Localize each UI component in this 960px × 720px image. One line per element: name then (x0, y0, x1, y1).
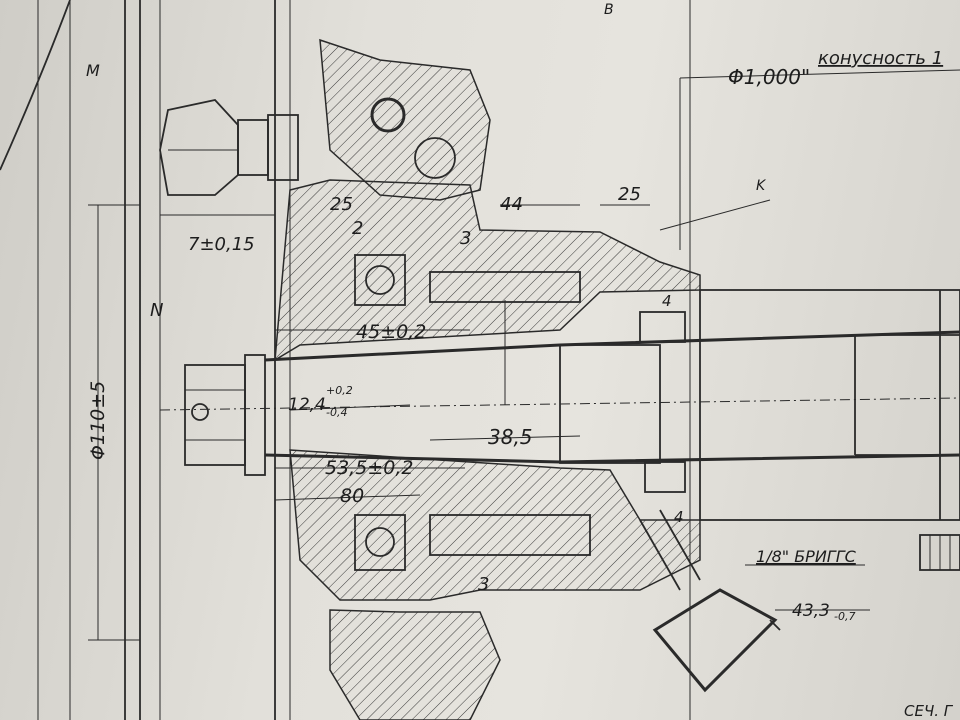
dim-2: 2 (352, 218, 363, 239)
dim-44: 44 (500, 194, 523, 215)
housing (274, 38, 701, 720)
grease-nipple (639, 509, 781, 693)
letter-k: K (756, 178, 767, 194)
right-fitting (919, 534, 960, 571)
label-4-bottom: 4 (674, 508, 684, 526)
taper-label: конусность 1 (818, 48, 943, 69)
dim-3-bottom: 3 (478, 574, 489, 595)
dim-12-4: 12,4 (288, 395, 326, 415)
castle-nut (184, 354, 266, 476)
letter-b: B (604, 2, 614, 18)
bearings (354, 254, 686, 571)
dim-43-3: 43,3 (792, 601, 830, 621)
dim-45: 45±0,2 (356, 321, 426, 343)
dim-25-right: 25 (618, 184, 641, 205)
dim-12-4-upper-tol: +0,2 (326, 384, 353, 397)
dimension-lines (88, 69, 960, 641)
dim-7: 7±0,15 (188, 234, 255, 255)
dim-43-3-tol: -0,7 (834, 610, 855, 623)
letter-m: M (86, 61, 100, 80)
dim-phi-1000: Φ1,000" (728, 65, 810, 89)
nut-top (159, 99, 299, 196)
section-label: СЕЧ. Г (904, 702, 954, 720)
dim-25-left: 25 (330, 194, 353, 215)
small-circles (370, 97, 456, 179)
dim-80: 80 (340, 485, 364, 507)
dim-53-5: 53,5±0,2 (325, 457, 413, 479)
dim-12-4-lower-tol: -0,4 (326, 406, 347, 419)
dim-38-5: 38,5 (488, 425, 533, 449)
briggs-thread: 1/8" БРИГГС (756, 547, 857, 566)
label-4-top: 4 (662, 292, 672, 310)
dim-phi-110: Φ110±5 (87, 381, 109, 460)
dim-3-top: 3 (460, 228, 471, 249)
letter-n: N (150, 300, 163, 321)
shaft (264, 289, 960, 521)
